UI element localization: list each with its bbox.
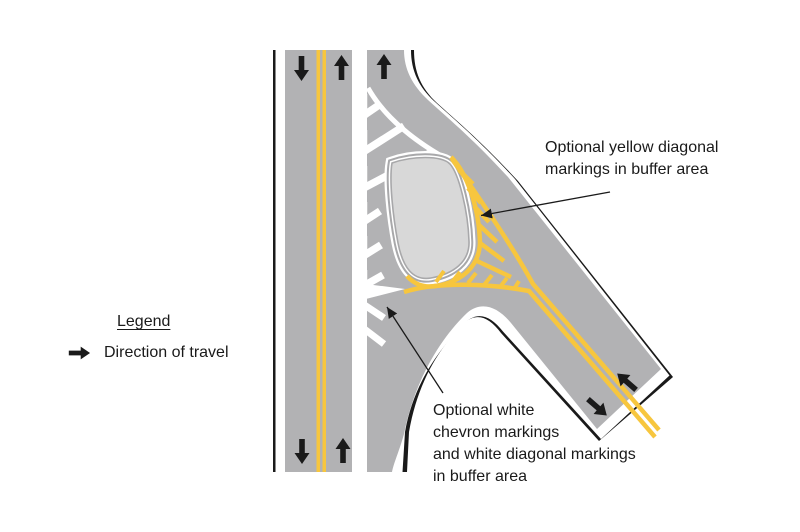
chevron-stripe	[358, 241, 383, 262]
chevron-stripe	[357, 122, 407, 158]
legend-title: Legend	[117, 313, 171, 330]
chevron-stripe	[357, 207, 383, 228]
double-yellow-right-line	[322, 50, 326, 472]
yellow-diagonal-stripe	[476, 222, 499, 244]
right-arrow-icon	[68, 346, 91, 360]
yellow-diagonal-stripe	[498, 276, 509, 289]
yellow-buffer-markings	[403, 155, 661, 439]
chevron-stripe	[357, 101, 382, 122]
chevron-stripe	[360, 325, 387, 347]
annotation-white-buffer: Optional white chevron markings and whit…	[433, 402, 636, 485]
yellow-diagonal-stripe	[466, 186, 483, 205]
legend-item-direction-of-travel: Direction of travel	[104, 344, 229, 361]
yellow-diagonal-stripe	[478, 241, 506, 263]
island-surface	[390, 156, 470, 280]
yellow-buffer-leader-line	[480, 191, 611, 219]
channelizing-island	[384, 151, 476, 285]
yellow-diagonal-stripe	[482, 273, 494, 287]
yellow-diagonal-stripe	[450, 270, 462, 284]
double-yellow-left-line	[316, 50, 320, 472]
leader-lines	[386, 191, 611, 394]
yellow-diagonal-stripe	[457, 168, 475, 186]
yellow-diagonal-stripe	[434, 269, 446, 284]
yellow-diagonal-stripe	[466, 271, 478, 285]
white-buffer-leader-line	[386, 306, 444, 394]
yellow-diagonal-stripe	[512, 279, 521, 291]
annotation-yellow-buffer: Optional yellow diagonal markings in buf…	[545, 139, 719, 178]
gore-tip-marking	[358, 283, 405, 301]
buffer-yellow-line-southwest	[403, 282, 657, 439]
main-road	[273, 50, 359, 472]
chevron-stripe	[358, 299, 386, 321]
yellow-diagonal-stripe	[476, 258, 512, 280]
